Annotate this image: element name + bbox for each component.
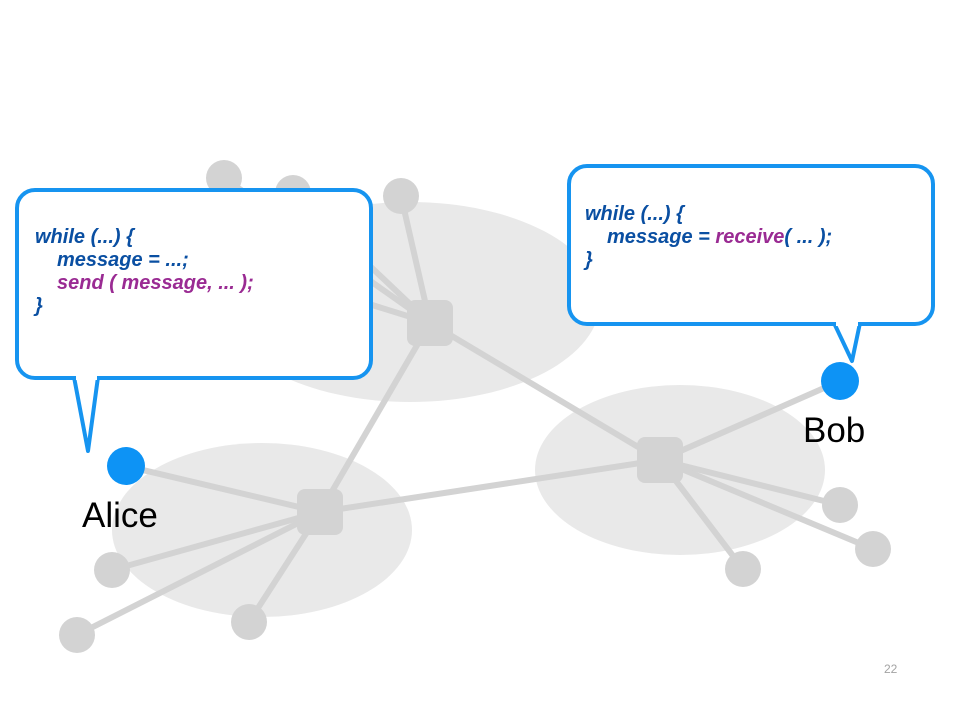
alice-bubble-tail — [72, 375, 100, 453]
bob-code-bubble: while (...) { message = receive( ... ); … — [567, 164, 935, 326]
router-node-top — [407, 300, 453, 346]
host-node — [206, 160, 242, 196]
host-node — [725, 551, 761, 587]
host-node — [59, 617, 95, 653]
receive-call-args: ( ... ); — [784, 226, 833, 248]
bob-code-assign: message = — [607, 226, 716, 248]
host-node — [383, 178, 419, 214]
alice-endpoint — [107, 447, 145, 485]
link-router-left-router-right — [319, 457, 661, 515]
alice-code-line-4: } — [35, 295, 43, 317]
host-node — [855, 531, 891, 567]
host-node — [822, 487, 858, 523]
link-router-top-router-right — [428, 320, 662, 463]
alice-code-line-1: while (...) { — [35, 226, 134, 248]
bob-bubble-tail — [832, 321, 862, 363]
receive-call: receive — [715, 226, 785, 248]
bob-code-line-3: } — [585, 249, 593, 271]
bob-code-line-2: message = receive( ... ); — [585, 226, 931, 249]
link-router-right-leaf-1 — [659, 457, 841, 508]
bob-endpoint — [821, 362, 859, 400]
alice-code-bubble: while (...) { message = ...; send ( mess… — [15, 188, 373, 380]
link-router-left-leaf-1 — [111, 509, 321, 573]
router-node-left — [297, 489, 343, 535]
send-call-args: ( message, ... ); — [103, 272, 254, 294]
host-node — [94, 552, 130, 588]
link-router-right-bob — [658, 378, 842, 463]
host-node — [231, 604, 267, 640]
link-router-left-alice — [125, 463, 321, 515]
router-node-right — [637, 437, 683, 483]
bob-label: Bob — [803, 411, 866, 450]
alice-code-line-2: message = ...; — [57, 249, 189, 271]
link-router-top-router-left — [317, 321, 433, 514]
send-call: send — [57, 272, 104, 294]
bob-code-line-1: while (...) { — [585, 203, 684, 225]
alice-label: Alice — [82, 496, 158, 535]
alice-code-line-3: send ( message, ... ); — [35, 272, 369, 295]
link-router-left-leaf-2 — [75, 509, 322, 638]
page-number: 22 — [884, 662, 898, 676]
link-router-right-leaf-2 — [658, 457, 875, 552]
